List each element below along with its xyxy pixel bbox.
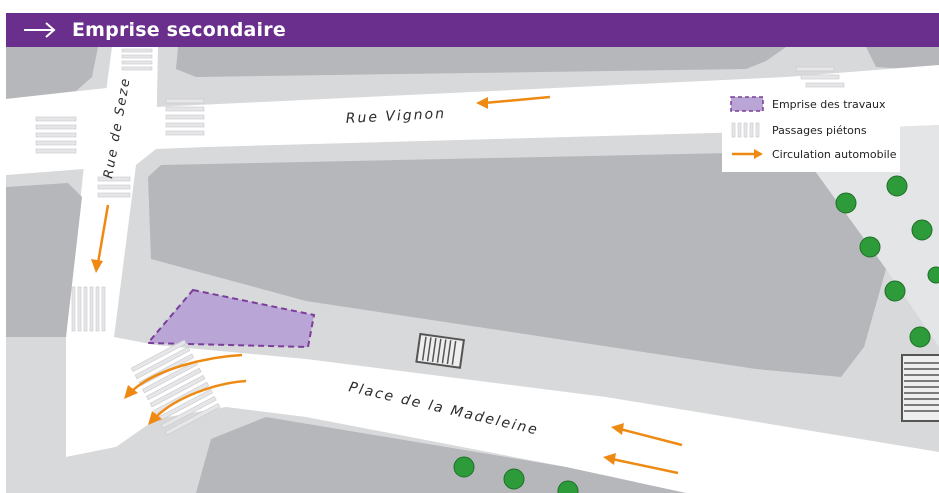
metro-entrance-right-icon	[901, 354, 939, 422]
crossing-madeleine	[130, 339, 221, 436]
traffic-arrow-curve-2	[148, 379, 247, 425]
traffic-arrow-swatch-icon	[730, 146, 764, 162]
legend-label-work-area: Emprise des travaux	[772, 97, 886, 111]
road-rue-de-seze	[66, 47, 158, 337]
traffic-arrow-vignon	[476, 95, 551, 109]
legend-label-traffic: Circulation automobile	[772, 147, 897, 161]
crossing-left-top	[35, 116, 77, 154]
building-block-left	[6, 183, 82, 337]
legend: Emprise des travaux Passages piétons Cir…	[722, 90, 900, 172]
trees-group	[453, 175, 939, 493]
legend-item-work-area: Emprise des travaux	[730, 96, 886, 112]
legend-label-crossings: Passages piétons	[772, 123, 867, 137]
traffic-arrows-group	[91, 95, 683, 475]
tree-icon	[859, 236, 881, 258]
traffic-arrow-madeleine-1	[611, 423, 683, 447]
building-block-top	[176, 47, 786, 77]
work-area-swatch-icon	[730, 96, 764, 112]
building-block-central	[148, 151, 886, 377]
tree-icon	[453, 456, 475, 478]
tree-icon	[886, 175, 908, 197]
traffic-arrow-madeleine-2	[603, 453, 679, 475]
crossing-swatch-icon	[730, 122, 764, 138]
traffic-arrow-curve-1	[124, 353, 243, 399]
sidewalk-bottom-left	[6, 387, 116, 493]
metro-entrance-icon	[415, 332, 466, 369]
crossing-seze-upper	[97, 176, 131, 198]
tree-icon	[884, 280, 906, 302]
tree-icon	[909, 326, 931, 348]
work-area-zone	[145, 288, 316, 349]
page-title: Emprise secondaire	[72, 19, 286, 41]
traffic-arrow-seze	[91, 204, 110, 273]
crossings-group	[35, 48, 850, 436]
crossing-seze-lower	[71, 286, 106, 332]
building-block-bottom	[196, 417, 686, 493]
crossing-vignon-left	[165, 98, 205, 136]
legend-item-traffic: Circulation automobile	[730, 146, 896, 162]
tree-icon	[835, 192, 857, 214]
tree-icon	[927, 266, 939, 284]
tree-icon	[557, 480, 579, 493]
road-place-de-la-madeleine	[66, 337, 939, 493]
header-bar: Emprise secondaire	[6, 13, 939, 47]
legend-item-crossings: Passages piétons	[730, 122, 867, 138]
tree-icon	[503, 468, 525, 490]
street-label-rue-vignon: Rue Vignon	[345, 106, 446, 127]
building-block-top-right	[866, 47, 939, 71]
tree-icon	[911, 219, 933, 241]
crossing-seze-top	[121, 48, 153, 71]
right-arrow-icon	[24, 22, 56, 38]
building-block-top-left	[6, 47, 98, 99]
